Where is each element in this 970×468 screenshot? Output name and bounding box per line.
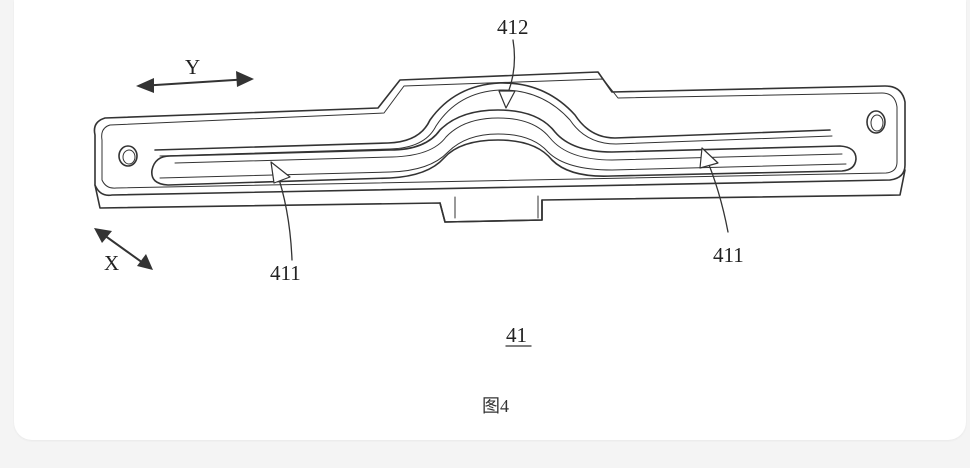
y-axis-arrow-left [136, 78, 154, 93]
arrow-411-right [699, 147, 719, 169]
part-label: 41 [506, 323, 527, 347]
axis-label-x: X [104, 251, 119, 275]
hole-right [866, 110, 886, 134]
arrow-412 [498, 90, 516, 109]
slot-411-floor [159, 133, 847, 179]
x-axis-arrow-top [94, 228, 112, 243]
callout-411-right: 411 [713, 243, 744, 267]
arch-outer-2 [159, 89, 833, 157]
callout-411-left: 411 [270, 261, 301, 285]
hole-right-inner [870, 114, 884, 132]
bar-top-bevel [101, 78, 898, 189]
hole-left [118, 145, 138, 167]
slot-411 [151, 109, 857, 186]
arch-outer [154, 82, 831, 151]
hole-left-inner [122, 149, 136, 165]
slot-411-inner [174, 117, 843, 164]
arrow-411-left [270, 161, 291, 184]
bottom-tab [439, 199, 543, 223]
y-axis-arrow-right [236, 71, 254, 87]
bottom-tab-edge [454, 195, 539, 219]
y-axis-line [139, 78, 251, 87]
callout-412: 412 [497, 15, 529, 39]
figure-caption: 图4 [482, 396, 509, 416]
x-axis-arrow-bottom [137, 254, 153, 270]
axis-label-y: Y [185, 55, 200, 79]
